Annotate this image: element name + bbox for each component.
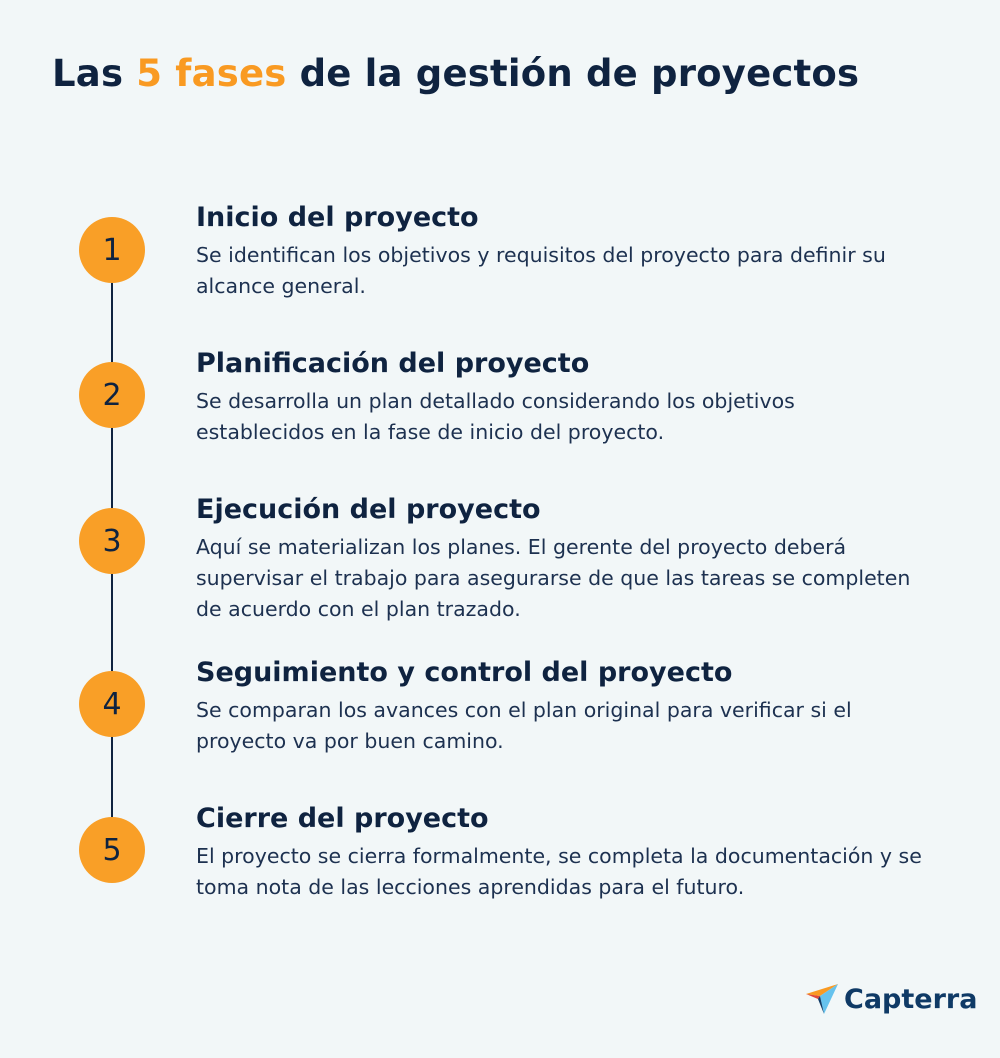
step-number-badge: 5 <box>79 817 145 883</box>
capterra-logo: Capterra <box>806 982 977 1016</box>
step-number-badge: 2 <box>79 362 145 428</box>
step-title: Inicio del proyecto <box>196 202 479 233</box>
step-description: Se desarrolla un plan detallado consider… <box>196 389 795 444</box>
step-title: Seguimiento y control del proyecto <box>196 657 733 688</box>
step-description: Se identifican los objetivos y requisito… <box>196 243 886 298</box>
step-title: Cierre del proyecto <box>196 803 489 834</box>
step-number-badge: 4 <box>79 671 145 737</box>
step-title: Planificación del proyecto <box>196 348 590 379</box>
title-accent: 5 fases <box>136 52 287 95</box>
logo-wordmark: Capterra <box>844 983 978 1015</box>
step-description: El proyecto se cierra formalmente, se co… <box>196 844 922 899</box>
step-number-badge: 3 <box>79 508 145 574</box>
step-number-badge: 1 <box>79 217 145 283</box>
step-description: Se comparan los avances con el plan orig… <box>196 698 852 753</box>
step-title: Ejecución del proyecto <box>196 494 541 525</box>
title-suffix: de la gestión de proyectos <box>286 52 860 95</box>
capterra-arrow-icon <box>806 984 838 1014</box>
title-prefix: Las <box>52 52 137 95</box>
step-description: Aquí se materializan los planes. El gere… <box>196 535 911 621</box>
page-title: Las 5 fases de la gestión de proyectos <box>52 52 859 95</box>
